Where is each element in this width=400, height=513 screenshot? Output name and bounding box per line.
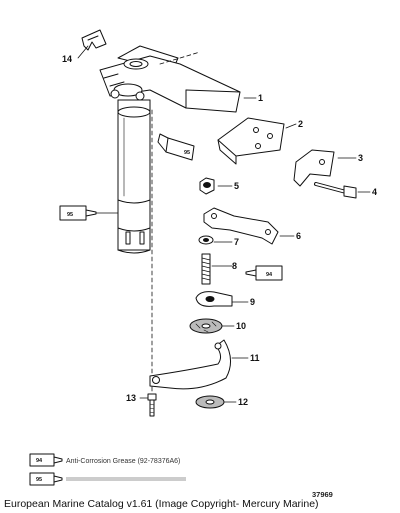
callout-3: 3 xyxy=(358,153,363,163)
callout-1: 1 xyxy=(258,93,263,103)
part-6-strap-bracket xyxy=(203,207,279,245)
part-12-friction-disc xyxy=(195,395,225,409)
part-4-bolt xyxy=(314,182,357,199)
part-13-screw xyxy=(147,393,157,417)
tube-label-middle: 95 xyxy=(67,212,73,218)
legend-tube-95 xyxy=(29,472,63,486)
callout-2: 2 xyxy=(298,119,303,129)
grease-tube-middle xyxy=(59,205,119,221)
leader-lines xyxy=(77,45,371,403)
part-8-stud xyxy=(201,253,211,285)
callout-7: 7 xyxy=(234,237,239,247)
image-caption: European Marine Catalog v1.61 (Image Cop… xyxy=(4,498,319,510)
callout-13: 13 xyxy=(126,393,136,403)
figure-number: 37969 xyxy=(312,490,333,499)
part-10-friction-disc xyxy=(189,318,223,334)
tube-label-right: 94 xyxy=(266,272,273,278)
tube-label-upper: 95 xyxy=(184,150,190,156)
callout-10: 10 xyxy=(236,321,246,331)
legend-tube-94 xyxy=(29,453,63,467)
legend-code-94: 94 xyxy=(36,458,43,464)
callout-11: 11 xyxy=(250,353,260,363)
callout-12: 12 xyxy=(238,397,248,407)
part-11-steering-arm xyxy=(149,339,231,390)
part-5-nut xyxy=(199,177,215,195)
callout-14: 14 xyxy=(62,54,72,64)
callout-6: 6 xyxy=(296,231,301,241)
part-14-clip xyxy=(81,29,107,51)
grease-tube-right xyxy=(245,265,283,281)
callout-9: 9 xyxy=(250,297,255,307)
legend-code-95: 95 xyxy=(36,477,42,483)
legend-text-94: Anti-Corrosion Grease (92-78376A6) xyxy=(66,458,180,465)
part-steering-tube xyxy=(117,99,151,254)
part-2-plate xyxy=(217,117,285,165)
callout-4: 4 xyxy=(372,187,377,197)
callout-8: 8 xyxy=(232,261,237,271)
grease-tube-upper xyxy=(157,133,195,161)
part-9-tab-washer xyxy=(195,291,233,307)
part-3-bracket xyxy=(293,149,335,187)
part-7-washer xyxy=(198,235,214,245)
callout-5: 5 xyxy=(234,181,239,191)
legend-text-95-faint xyxy=(66,477,186,481)
part-1-swivel-bracket xyxy=(99,45,241,113)
